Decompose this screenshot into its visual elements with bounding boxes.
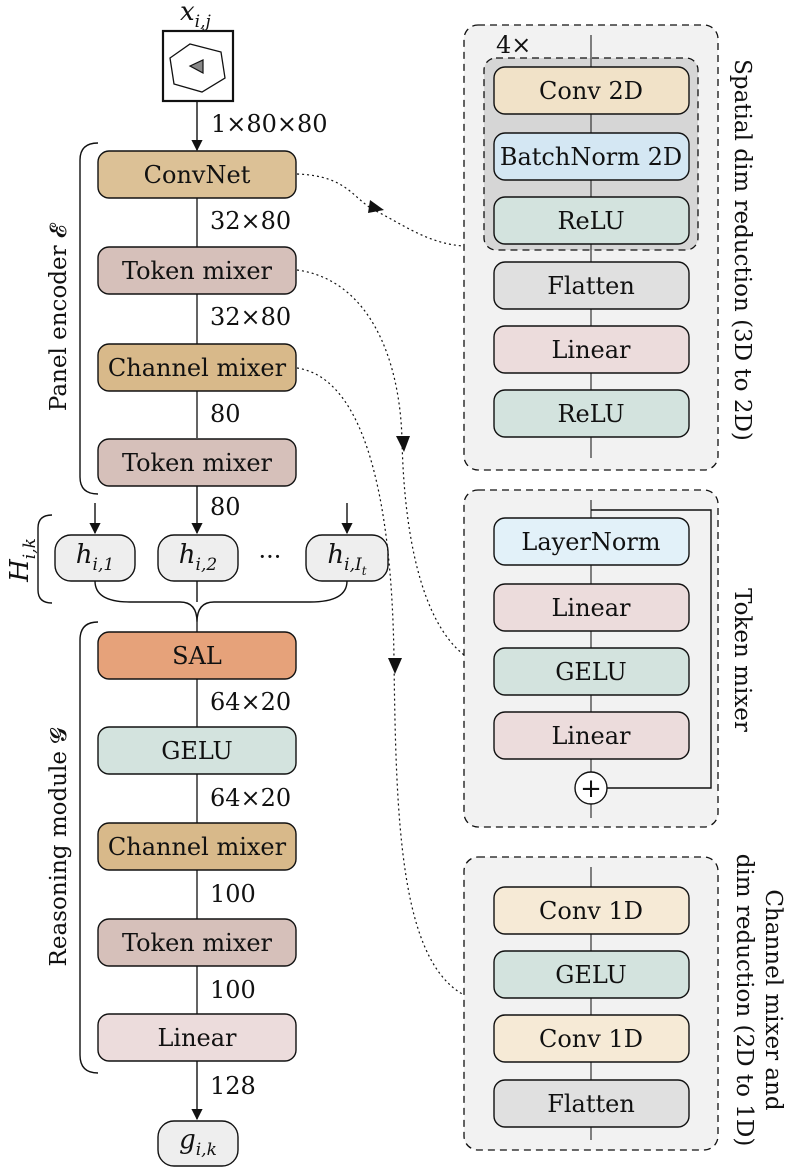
svg-text:hi,1: hi,1 bbox=[76, 540, 114, 575]
svg-text:xi,j: xi,j bbox=[180, 0, 212, 32]
hidden-ellipsis: ··· bbox=[259, 543, 282, 571]
svg-text:Token mixer: Token mixer bbox=[122, 257, 273, 285]
dim-label: 32×80 bbox=[210, 303, 291, 331]
reasoning-block-sal: SAL bbox=[97, 631, 297, 680]
svg-text:Conv 2D: Conv 2D bbox=[539, 77, 643, 105]
channel-block-gelu: GELU bbox=[493, 950, 690, 999]
input-label: xi,j bbox=[180, 0, 212, 32]
token-block-linear: Linear bbox=[493, 583, 690, 632]
svg-text:SAL: SAL bbox=[172, 642, 222, 670]
link-channel-to-channel-panel bbox=[296, 367, 465, 996]
svg-text:GELU: GELU bbox=[555, 658, 627, 686]
svg-text:LayerNorm: LayerNorm bbox=[521, 528, 660, 556]
svg-text:Conv 1D: Conv 1D bbox=[539, 1025, 643, 1053]
svg-text:Token mixer: Token mixer bbox=[122, 929, 273, 957]
encoder-block-token-mixer: Token mixer bbox=[97, 246, 297, 295]
svg-text:Flatten: Flatten bbox=[547, 1090, 635, 1118]
reasoning-module-label: Reasoning module 𝓖 bbox=[46, 728, 72, 967]
encoder-block-token-mixer-2: Token mixer bbox=[97, 438, 297, 487]
svg-text:ReLU: ReLU bbox=[557, 207, 624, 235]
reasoning-block-token-mixer: Token mixer bbox=[97, 918, 297, 967]
input-panel-image bbox=[161, 29, 235, 103]
output-node: gi,k bbox=[157, 1120, 239, 1167]
svg-text:GELU: GELU bbox=[555, 961, 627, 989]
spatial-block-flatten: Flatten bbox=[493, 261, 690, 310]
reasoning-block-gelu: GELU bbox=[97, 726, 297, 775]
spatial-block-relu-2: ReLU bbox=[493, 389, 690, 438]
svg-text:hi,2: hi,2 bbox=[179, 540, 217, 575]
svg-text:Linear: Linear bbox=[551, 722, 631, 750]
svg-text:Hi,k: Hi,k bbox=[5, 538, 40, 583]
reasoning-block-linear: Linear bbox=[97, 1013, 297, 1062]
token-panel-title: Token mixer bbox=[729, 588, 755, 732]
channel-block-conv1d: Conv 1D bbox=[493, 886, 690, 935]
svg-text:Channel mixer: Channel mixer bbox=[108, 354, 287, 382]
encoder-block-convnet: ConvNet bbox=[97, 150, 297, 199]
svg-text:GELU: GELU bbox=[161, 737, 233, 765]
svg-text:Linear: Linear bbox=[551, 594, 631, 622]
svg-text:Channel mixer: Channel mixer bbox=[108, 833, 287, 861]
dim-label: 80 bbox=[210, 493, 241, 521]
spatial-block-linear: Linear bbox=[493, 325, 690, 374]
dim-label: 80 bbox=[210, 400, 241, 428]
svg-text:Linear: Linear bbox=[551, 336, 631, 364]
svg-text:Token mixer: Token mixer bbox=[122, 449, 273, 477]
residual-connection bbox=[591, 509, 712, 789]
dim-label: 64×20 bbox=[210, 784, 291, 812]
svg-text:+: + bbox=[580, 774, 602, 804]
channel-block-flatten: Flatten bbox=[493, 1079, 690, 1128]
spatial-panel-title: Spatial dim reduction (3D to 2D) bbox=[729, 59, 755, 441]
channel-panel-title-line1: Channel mixer and bbox=[760, 889, 786, 1111]
dim-label: 128 bbox=[210, 1072, 256, 1100]
token-block-linear-2: Linear bbox=[493, 711, 690, 760]
hidden-group-label: Hi,k bbox=[5, 538, 40, 583]
link-arrowhead bbox=[388, 658, 402, 674]
svg-text:Conv 1D: Conv 1D bbox=[539, 897, 643, 925]
encoder-block-channel-mixer: Channel mixer bbox=[97, 343, 297, 392]
svg-text:BatchNorm 2D: BatchNorm 2D bbox=[500, 143, 682, 171]
dim-label: 100 bbox=[210, 976, 256, 1004]
dim-label: 64×20 bbox=[210, 688, 291, 716]
channel-panel-title-line2: dim reduction (2D to 1D) bbox=[731, 854, 757, 1147]
link-arrowhead bbox=[396, 436, 410, 452]
hidden-node-3: hi,It bbox=[305, 534, 389, 582]
svg-text:Linear: Linear bbox=[157, 1024, 237, 1052]
link-arrowhead bbox=[368, 200, 384, 213]
reasoning-brace bbox=[79, 621, 99, 1074]
input-dim: 1×80×80 bbox=[211, 110, 328, 138]
encoder-brace bbox=[79, 142, 99, 495]
sum-node: + bbox=[574, 771, 608, 805]
panel-encoder-label: Panel encoder 𝓔 bbox=[46, 222, 72, 411]
svg-text:Flatten: Flatten bbox=[547, 272, 635, 300]
token-block-layernorm: LayerNorm bbox=[493, 517, 690, 566]
svg-text:gi,k: gi,k bbox=[179, 1125, 217, 1160]
svg-text:hi,It: hi,It bbox=[327, 540, 366, 578]
svg-text:ReLU: ReLU bbox=[557, 400, 624, 428]
link-convnet-to-spatial bbox=[296, 173, 465, 247]
spatial-block-conv2d: Conv 2D bbox=[493, 66, 690, 115]
hidden-brace bbox=[37, 514, 53, 604]
repeat-label: 4× bbox=[496, 31, 531, 59]
svg-text:ConvNet: ConvNet bbox=[144, 161, 251, 189]
dim-label: 32×80 bbox=[210, 207, 291, 235]
dim-label: 100 bbox=[210, 880, 256, 908]
token-block-gelu: GELU bbox=[493, 647, 690, 696]
merge-connector bbox=[94, 580, 348, 623]
hidden-node-1: hi,1 bbox=[54, 534, 136, 582]
spatial-block-relu: ReLU bbox=[493, 196, 690, 245]
link-token-to-token-panel bbox=[296, 269, 465, 656]
channel-block-conv1d-2: Conv 1D bbox=[493, 1014, 690, 1063]
spatial-block-batchnorm: BatchNorm 2D bbox=[493, 132, 690, 181]
reasoning-block-channel-mixer: Channel mixer bbox=[97, 822, 297, 871]
hidden-node-2: hi,2 bbox=[157, 534, 239, 582]
